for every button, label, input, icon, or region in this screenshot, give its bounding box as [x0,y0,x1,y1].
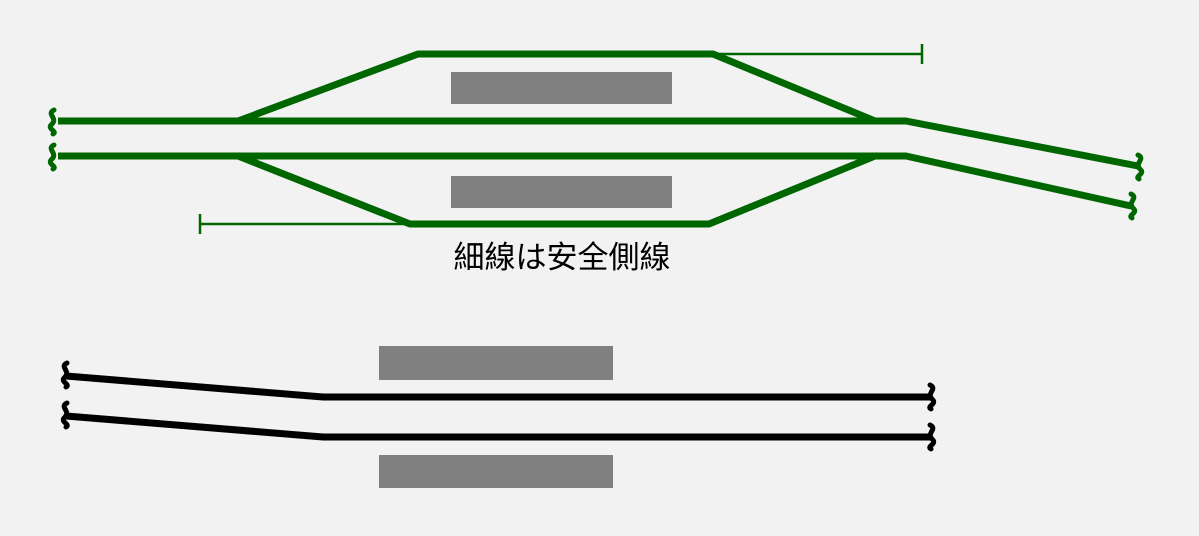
track-continuation-icon [47,142,57,172]
upper-main-track-1 [58,117,1139,170]
upper-station-layout [47,44,1145,234]
lower-platform-south [379,455,613,488]
lower-track-2 [65,412,930,441]
upper-passing-loop-south [236,152,877,228]
upper-main-track-2 [58,152,1132,210]
track-continuation-icon [927,382,937,412]
upper-passing-loop-north [236,50,877,125]
lower-station-layout [60,346,937,488]
track-continuation-icon [1135,152,1145,182]
safety-siding-south [198,214,410,234]
upper-platform-south [451,176,672,208]
lower-platform-north [379,346,613,380]
track-continuation-icon [60,400,70,430]
safety-siding-note: 細線は安全側線 [454,240,671,276]
track-continuation-icon [1128,191,1138,221]
safety-siding-north [713,44,924,64]
track-continuation-icon [47,107,57,137]
track-continuation-icon [60,360,70,390]
track-continuation-icon [927,422,937,452]
lower-track-1 [65,372,930,401]
upper-platform-north [451,72,672,104]
